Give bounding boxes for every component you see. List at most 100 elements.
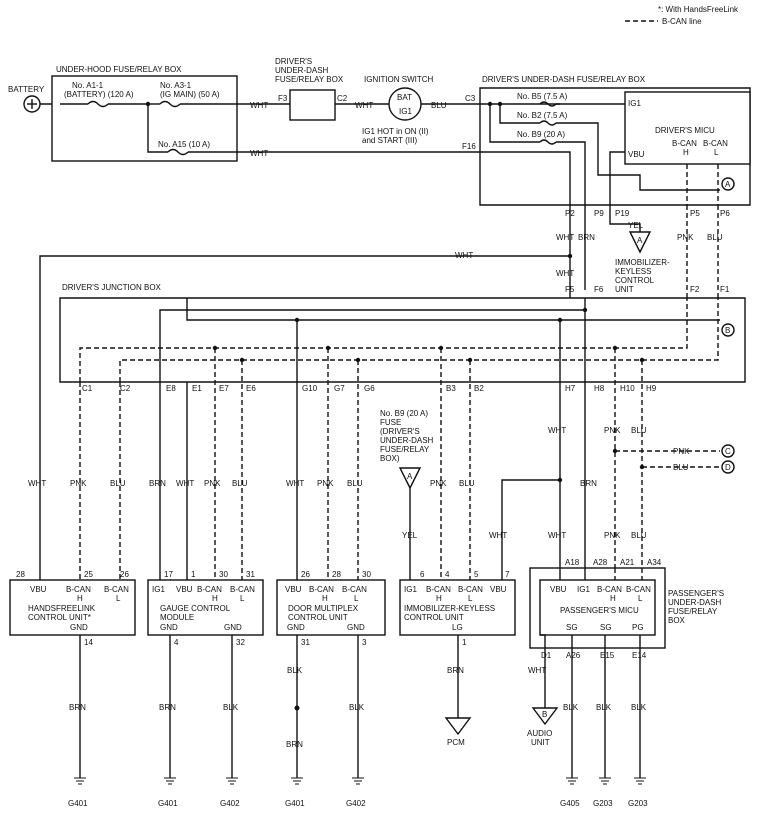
hfl-pin-28: 28: [16, 570, 25, 579]
immob-ref-1: IMMOBILIZER-: [615, 258, 670, 267]
immob-pin-4: 4: [445, 570, 450, 579]
fuse-a1-1-desc: (BATTERY) (120 A): [64, 90, 134, 99]
pin-e15: E15: [600, 651, 615, 660]
hfl-vbu: VBU: [30, 585, 47, 594]
gauge-gnd2: GND: [224, 623, 242, 632]
gauge-control-module: [147, 579, 264, 636]
wire-color-wht: WHT: [28, 479, 46, 488]
hfl-bcan-h: B-CAN: [66, 585, 91, 594]
fuse-b2-label: No. B2 (7.5 A): [517, 111, 568, 120]
immobilizer-keyless-control-unit: [399, 579, 516, 636]
wire-color-yel: YEL: [402, 531, 418, 540]
fuse-ref-4: UNDER-DASH: [380, 436, 434, 445]
fuse-ref-2: FUSE: [380, 418, 401, 427]
conn-a: A: [407, 472, 413, 481]
immob-pin-5: 5: [474, 570, 479, 579]
wire-color-blk: BLK: [596, 703, 612, 712]
pin-b2: B2: [474, 384, 484, 393]
wire-color-pnk: PNK: [604, 426, 621, 435]
immob-ref-2: KEYLESS: [615, 267, 651, 276]
pass-micu-sg2: SG: [600, 623, 612, 632]
door-pin-30: 30: [362, 570, 371, 579]
immob-pin-7: 7: [505, 570, 510, 579]
wire-color-pnk: PNK: [604, 531, 621, 540]
wire-color-blu: BLU: [631, 426, 647, 435]
immob-name: IMMOBILIZER-KEYLESS: [404, 604, 495, 613]
ig1-bus: [159, 298, 586, 382]
door-gnd1: GND: [287, 623, 305, 632]
audio-label2: UNIT: [531, 738, 550, 747]
pin-g10: G10: [302, 384, 318, 393]
pass-micu-sg1: SG: [566, 623, 578, 632]
gauge-bcan-h: B-CAN: [197, 585, 222, 594]
wire-color-pnk: PNK: [204, 479, 221, 488]
ground-g401: G401: [285, 799, 305, 808]
conn-a: A: [725, 180, 731, 189]
hfl-name1: HANDSFREELINK: [28, 604, 96, 613]
wire-color-blu: BLU: [232, 479, 248, 488]
pass-box-title4: BOX: [668, 616, 686, 625]
micu-l: L: [714, 148, 719, 157]
door-pin-3: 3: [362, 638, 367, 647]
ignition-bat: BAT: [397, 93, 412, 102]
hfl-h: H: [77, 594, 83, 603]
fuse-b9-label: No. B9 (20 A): [517, 130, 565, 139]
ignition-title: IGNITION SWITCH: [364, 75, 434, 84]
immob-bcan-l: B-CAN: [458, 585, 483, 594]
hfl-pin-26: 26: [120, 570, 129, 579]
fuse-a1-1-label: No. A1-1: [72, 81, 104, 90]
fuse-a15-symbol: [167, 148, 189, 156]
pin-f2: F2: [690, 285, 700, 294]
wire-color-blk: BLK: [287, 666, 303, 675]
pin-g6: G6: [364, 384, 375, 393]
gauge-pin-4: 4: [174, 638, 179, 647]
immob-ref-4: UNIT: [615, 285, 634, 294]
small-box-title3: FUSE/RELAY BOX: [275, 75, 344, 84]
wire-color-blu: BLU: [631, 531, 647, 540]
legend-handsfree-note: *: With HandsFreeLink: [658, 5, 739, 14]
immob-pin-1: 1: [462, 638, 467, 647]
door-name2: CONTROL UNIT: [288, 613, 348, 622]
pin-e7: E7: [219, 384, 229, 393]
fuse-a3-1-label: No. A3-1: [160, 81, 192, 90]
pin-g7: G7: [334, 384, 345, 393]
pin-h10: H10: [620, 384, 635, 393]
underhood-title: UNDER-HOOD FUSE/RELAY BOX: [56, 65, 182, 74]
door-bcan-l: B-CAN: [342, 585, 367, 594]
gauge-pin-32: 32: [236, 638, 245, 647]
wire-color-brn: BRN: [578, 233, 595, 242]
junction-box: [59, 297, 746, 383]
wire-color-wht: WHT: [489, 531, 507, 540]
immob-l: L: [468, 594, 473, 603]
gauge-name2: MODULE: [160, 613, 194, 622]
hfl-bcan-l: B-CAN: [104, 585, 129, 594]
immob-vbu: VBU: [490, 585, 507, 594]
door-pin-28: 28: [332, 570, 341, 579]
wire-color-blu: BLU: [459, 479, 475, 488]
door-name1: DOOR MULTIPLEX: [288, 604, 359, 613]
pass-micu-l: L: [638, 594, 643, 603]
fuse-b9-symbol: [539, 139, 557, 145]
pin-d1: D1: [541, 651, 552, 660]
pin-c1: C1: [82, 384, 93, 393]
wire-color-blu: BLU: [673, 463, 689, 472]
ground-g402: G402: [220, 799, 240, 808]
ignition-note1: IG1 HOT in ON (II): [362, 127, 429, 136]
immob-bcan-h: B-CAN: [426, 585, 451, 594]
hfl-l: L: [116, 594, 121, 603]
wire-color-blu: BLU: [707, 233, 723, 242]
wire-color-wht: WHT: [176, 479, 194, 488]
small-dash-box: [289, 89, 336, 121]
conn-d: D: [725, 463, 731, 472]
door-pin-26: 26: [301, 570, 310, 579]
wire-color-wht: WHT: [286, 479, 304, 488]
fuse-b5-symbol: [539, 101, 557, 107]
hfl-name2: CONTROL UNIT*: [28, 613, 91, 622]
pass-micu-pg: PG: [632, 623, 644, 632]
pin-c2: C2: [120, 384, 131, 393]
fuse-b2-symbol: [539, 120, 557, 126]
vbu-bus: [186, 298, 720, 321]
wire-color-brn: BRN: [159, 703, 176, 712]
gauge-bcan-l: B-CAN: [230, 585, 255, 594]
